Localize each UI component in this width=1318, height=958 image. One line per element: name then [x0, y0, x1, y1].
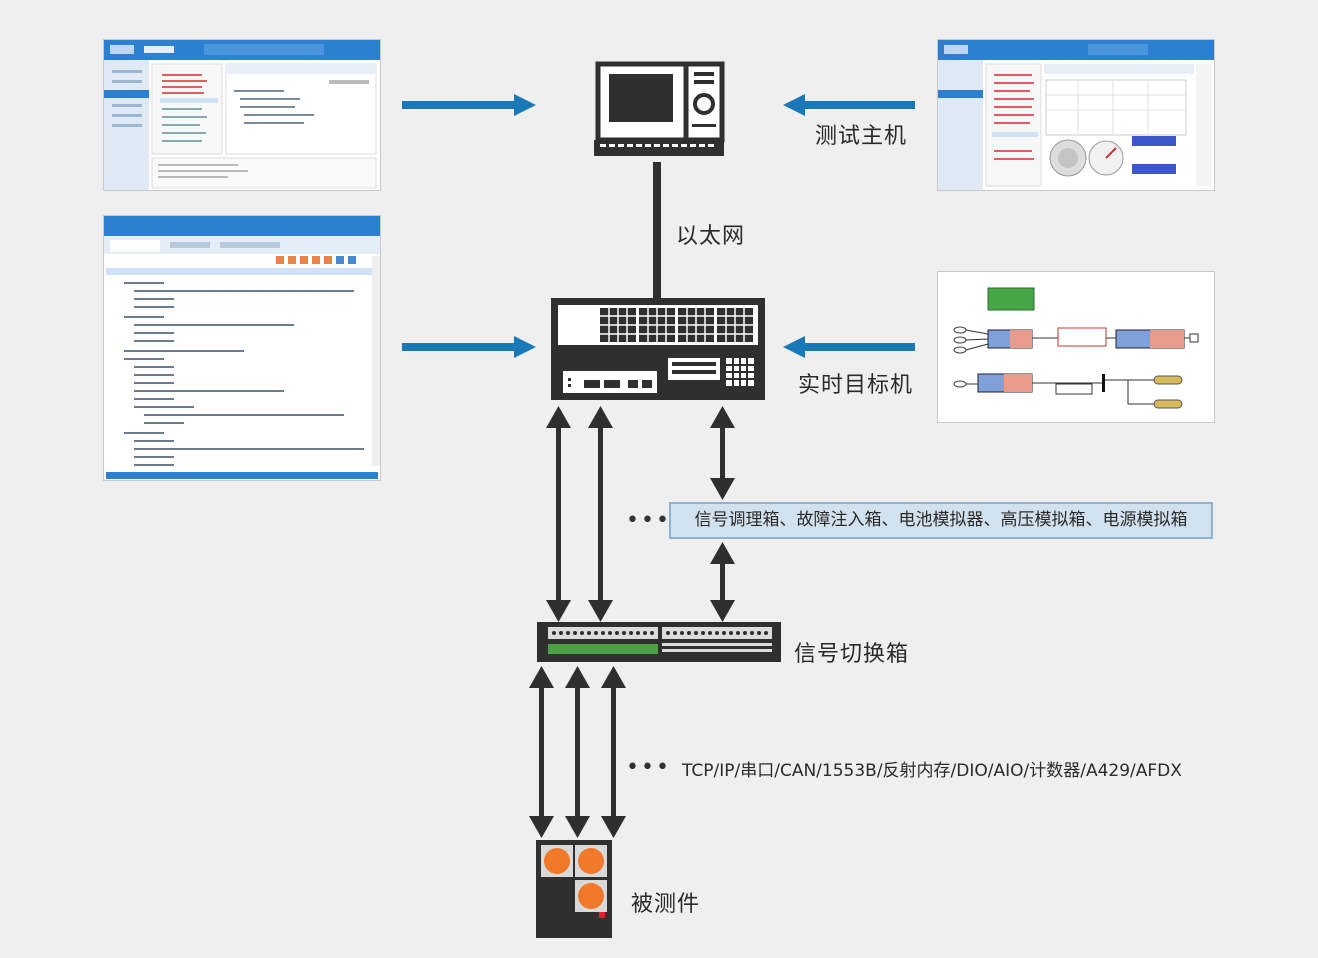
- double-arrow-icon: [710, 542, 735, 622]
- double-arrow-icon: [565, 666, 590, 838]
- block-diagram-screenshot-art: [953, 287, 1199, 409]
- dut-label: 被测件: [631, 892, 701, 917]
- test-host-label: 测试主机: [815, 124, 908, 149]
- arrow-right-icon: [402, 336, 536, 358]
- software-screenshot-2-art: [938, 40, 1214, 190]
- double-arrow-icon: [529, 666, 554, 838]
- ellipsis-1: •••: [626, 508, 671, 533]
- ellipsis-2: •••: [626, 755, 671, 780]
- server-icon: [551, 298, 765, 400]
- double-arrow-icon: [546, 406, 571, 622]
- software-screenshot-3: [103, 215, 381, 481]
- arrow-left-icon: [783, 94, 915, 116]
- software-screenshot-1-art: [104, 40, 380, 190]
- switch-box-icon: [537, 622, 781, 662]
- software-screenshot-1: [103, 39, 381, 191]
- realtime-target-label: 实时目标机: [798, 373, 914, 398]
- switch-box-label: 信号切换箱: [794, 642, 910, 667]
- software-screenshot-2: [937, 39, 1215, 191]
- ethernet-line: [653, 162, 661, 298]
- protocols-label: TCP/IP/串口/CAN/1553B/反射内存/DIO/AIO/计数器/A42…: [682, 761, 1182, 781]
- block-diagram-screenshot: [937, 271, 1215, 423]
- arrow-left-icon: [783, 336, 915, 358]
- double-arrow-icon: [601, 666, 626, 838]
- double-arrow-icon: [588, 406, 613, 622]
- ethernet-label: 以太网: [676, 224, 746, 249]
- arrow-right-icon: [402, 94, 536, 116]
- dut-icon: [536, 840, 612, 938]
- signal-equipment-box: 信号调理箱、故障注入箱、电池模拟器、高压模拟箱、电源模拟箱: [669, 502, 1213, 539]
- computer-icon: [594, 61, 725, 156]
- double-arrow-icon: [710, 406, 735, 500]
- software-screenshot-3-art: [104, 216, 380, 479]
